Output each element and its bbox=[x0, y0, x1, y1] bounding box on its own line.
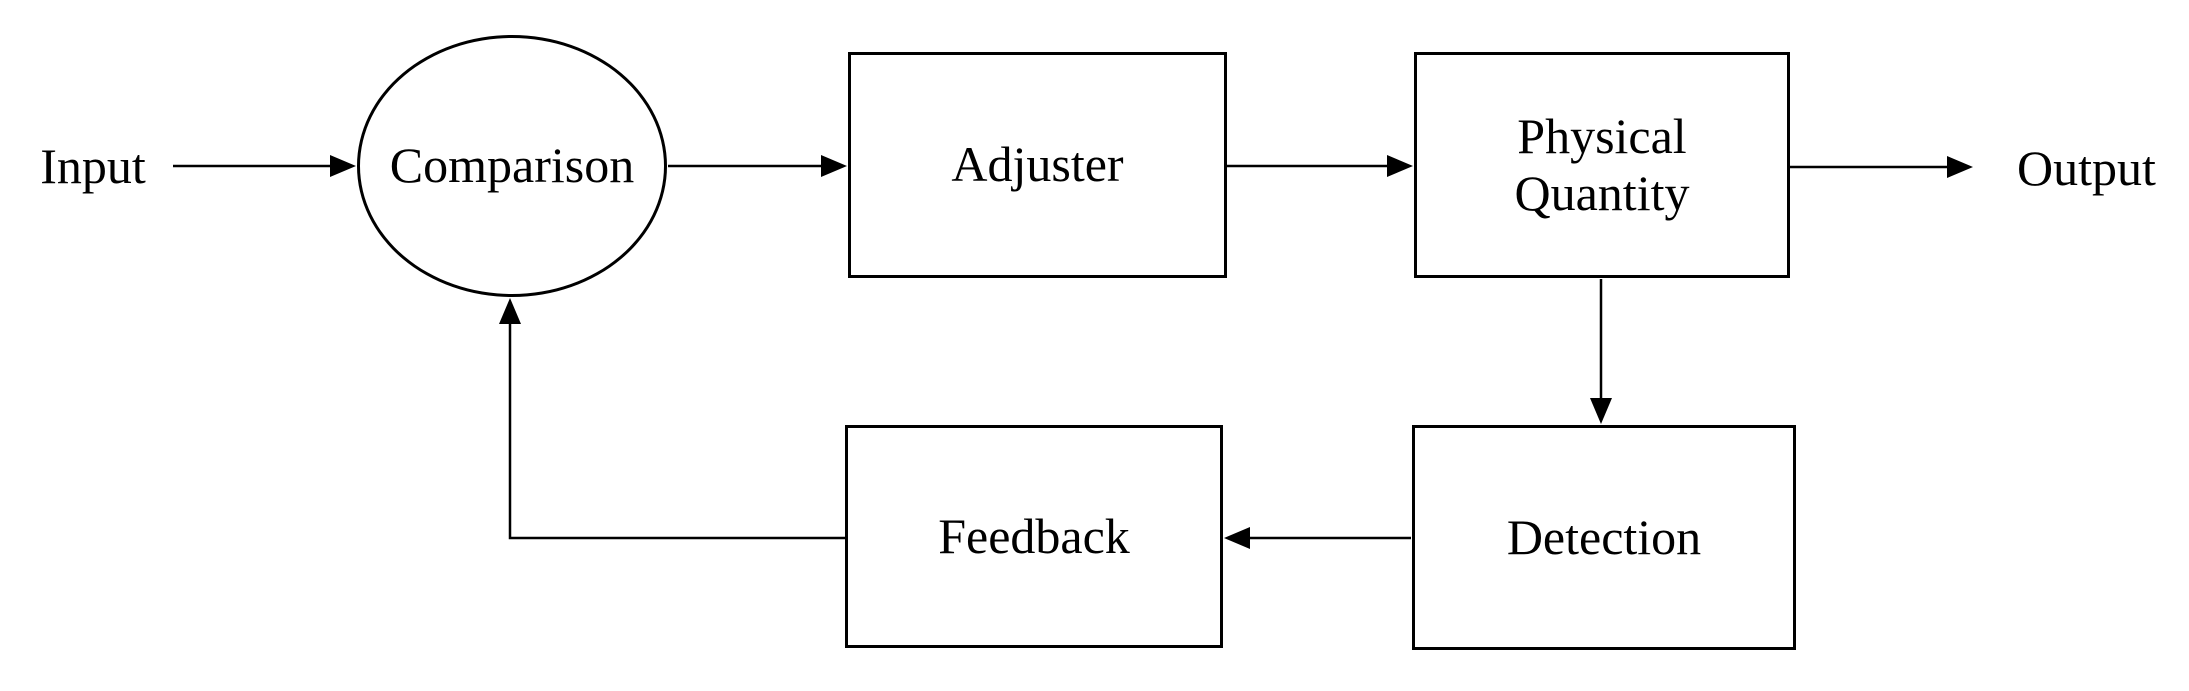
edge-feedback-comparison-arrowhead bbox=[499, 298, 521, 324]
comparison-label: Comparison bbox=[389, 137, 635, 194]
edge-comparison-adjuster-arrowhead bbox=[821, 155, 847, 177]
node-detection: Detection bbox=[1412, 425, 1796, 650]
node-physical-quantity: Physical Quantity bbox=[1414, 52, 1790, 278]
edge-detection-feedback-arrowhead bbox=[1224, 527, 1250, 549]
output-label: Output bbox=[2017, 140, 2156, 196]
detection-label: Detection bbox=[1506, 508, 1702, 565]
edge-physical-detection-arrowhead bbox=[1590, 398, 1612, 424]
edge-adjuster-physical-arrowhead bbox=[1387, 155, 1413, 177]
physical-quantity-label: Physical Quantity bbox=[1514, 107, 1690, 222]
edge-physical-output-arrowhead bbox=[1947, 156, 1973, 178]
feedback-label: Feedback bbox=[938, 507, 1130, 564]
adjuster-label: Adjuster bbox=[951, 136, 1124, 193]
edge-input-comparison-arrowhead bbox=[330, 155, 356, 177]
edge-feedback-comparison-line bbox=[508, 323, 845, 540]
node-feedback: Feedback bbox=[845, 425, 1223, 648]
input-label: Input bbox=[40, 138, 146, 194]
node-adjuster: Adjuster bbox=[848, 52, 1227, 278]
node-comparison: Comparison bbox=[357, 35, 667, 297]
